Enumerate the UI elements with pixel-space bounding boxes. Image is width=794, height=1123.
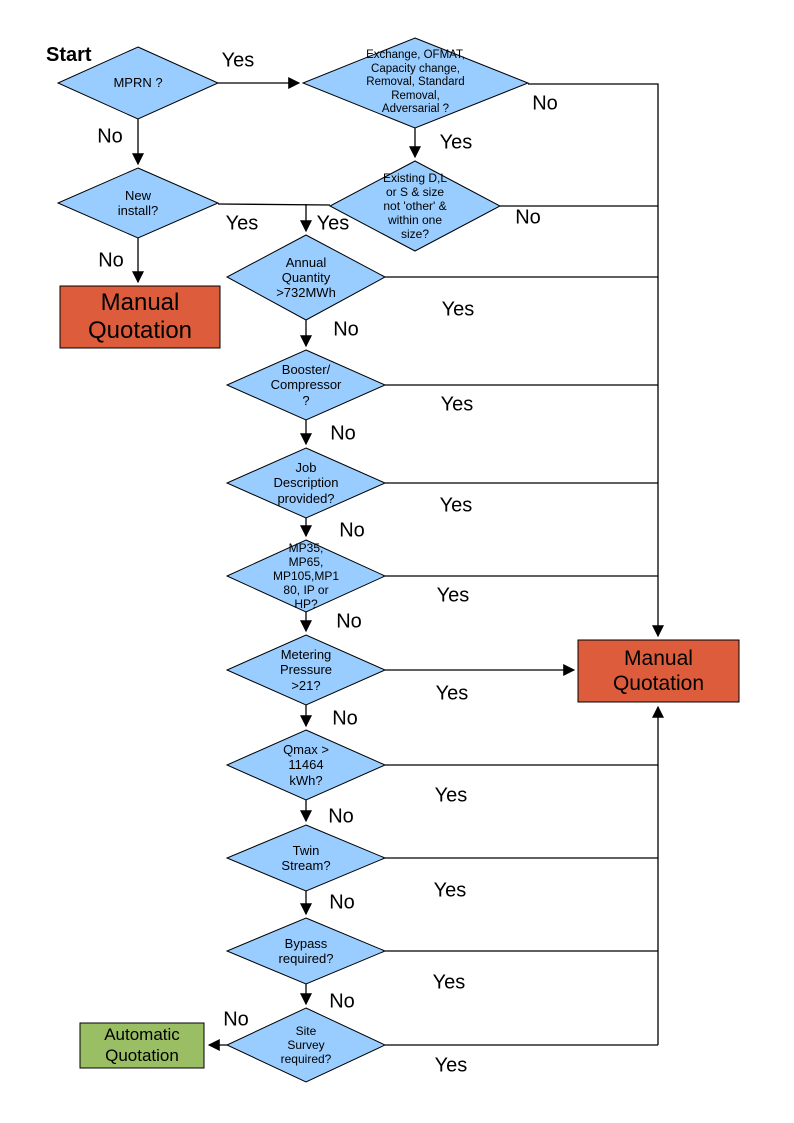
edge-label-twin-no: No [329,891,355,914]
edge-label-bypass-yes: Yes [432,971,466,994]
edge-label-annual-no: No [333,318,359,341]
decision-existing [328,160,502,252]
edge-label-mp-yes: Yes [436,584,470,607]
edge-label-survey-yes: Yes [434,1054,468,1077]
decision-exchange [301,37,530,129]
edge-label-qmax-yes: Yes [434,784,468,807]
edge-label-twin-yes: Yes [433,879,467,902]
terminal-automatic-quotation [79,1022,205,1069]
start-label: Start [46,44,92,66]
decision-metering-pressure [225,634,387,706]
edge-label-existing-yes: Yes [316,212,350,235]
terminal-manual-quotation-left [59,285,221,349]
edge-label-bypass-no: No [329,990,355,1013]
edge-label-booster-yes: Yes [440,393,474,416]
decision-mprn [56,46,220,120]
edge-label-mprn-yes: Yes [221,49,255,72]
edge-label-survey-no: No [223,1008,249,1031]
edge-label-exchange-no: No [532,92,558,115]
edge-label-qmax-no: No [328,805,354,828]
edge-label-annual-yes: Yes [441,298,475,321]
edge-label-exchange-yes: Yes [439,131,473,154]
decision-booster [225,349,387,421]
decision-job-description [225,447,387,519]
decision-bypass [225,917,387,985]
decision-qmax [225,729,387,801]
edge-label-metering-no: No [332,707,358,730]
edge-label-job-yes: Yes [439,494,473,517]
edge-label-job-no: No [339,519,365,542]
decision-new-install [56,167,220,239]
edge-label-newinstall-no: No [98,249,124,272]
edge-exchange-no-rail [528,83,664,638]
decision-site-survey [225,1007,387,1083]
edge-label-booster-no: No [330,422,356,445]
edge-newinstall-yes [217,203,331,206]
decision-annual-quantity [225,234,387,321]
decision-twin-stream [225,824,387,892]
edge-label-mprn-no: No [97,125,123,148]
edge-label-mp-no: No [336,610,362,633]
edge-label-existing-no: No [515,206,541,229]
terminal-manual-quotation-right [577,639,740,703]
decision-meter-type [225,539,387,613]
edge-label-newinstall-yes: Yes [225,212,259,235]
edge-label-metering-yes: Yes [435,682,469,705]
